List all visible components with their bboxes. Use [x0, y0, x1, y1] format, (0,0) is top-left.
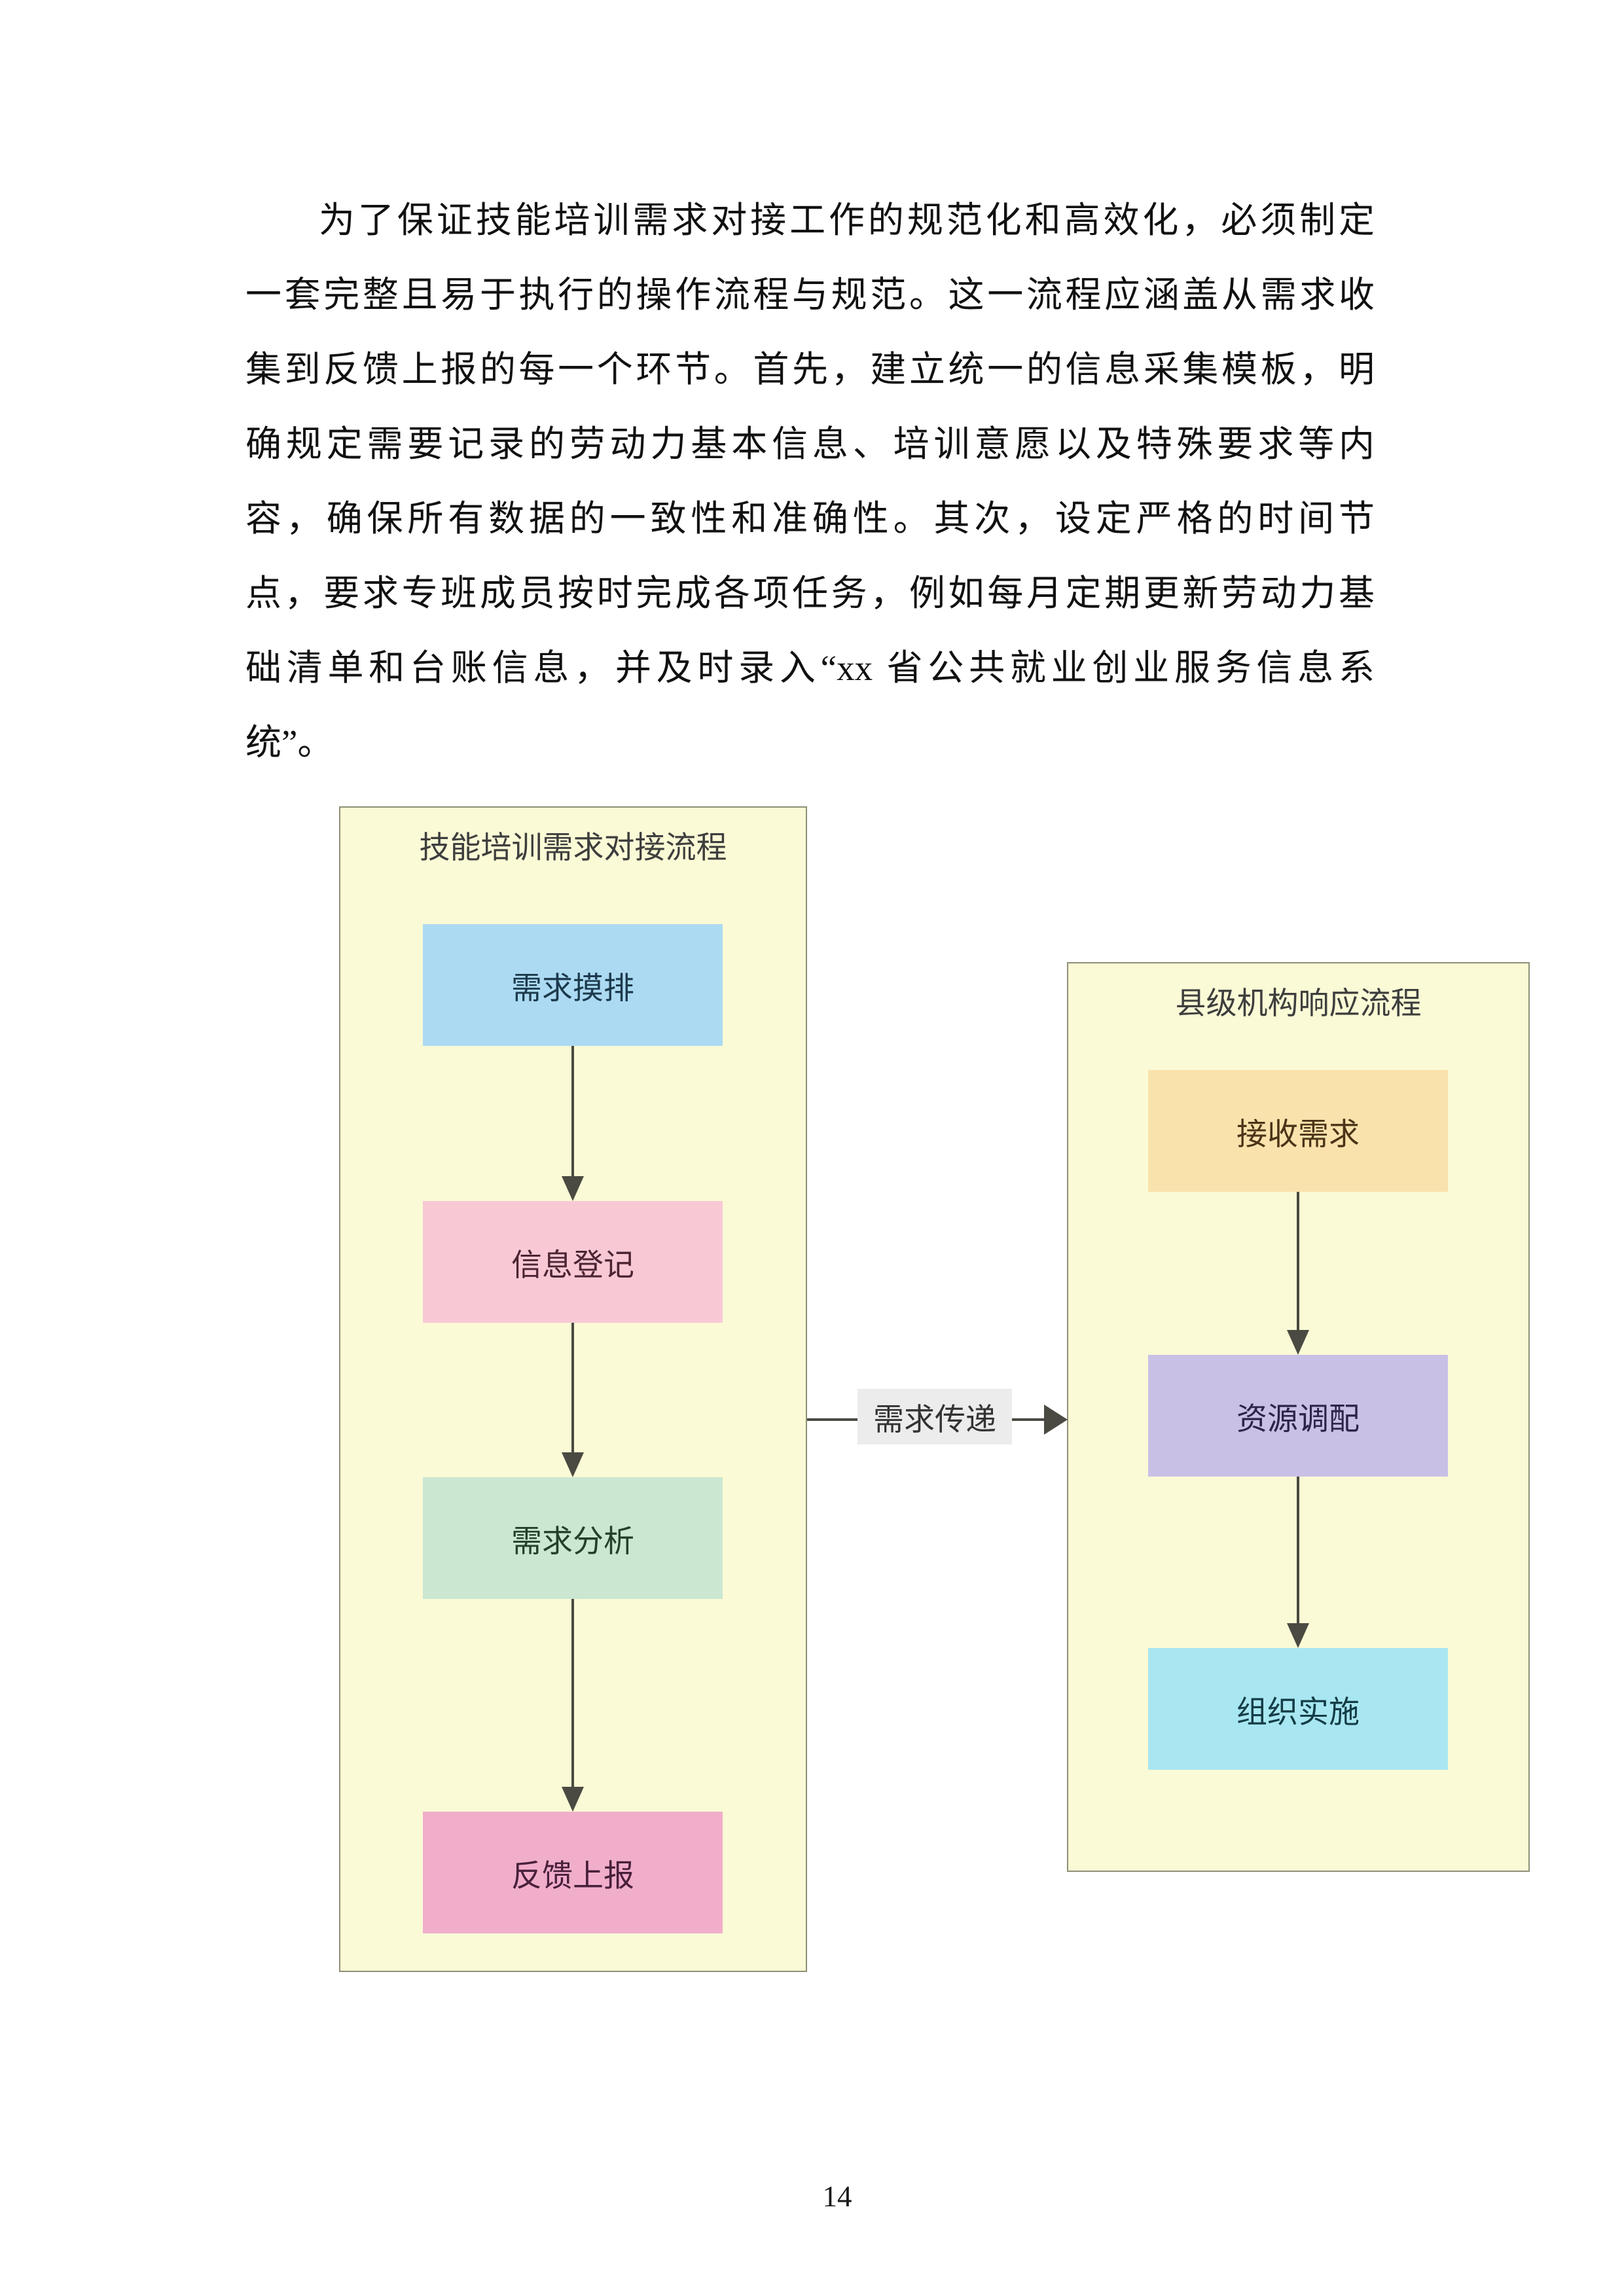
arrow-down-icon [562, 1452, 584, 1477]
flow-step-demand-survey: 需求摸排 [423, 924, 723, 1046]
arrow-line [571, 1046, 574, 1177]
paragraph-line: 统”。 [245, 723, 334, 762]
arrow-down-icon [562, 1787, 584, 1812]
paragraph-line: 点，要求专班成员按时完成各项任务，例如每月定期更新劳动力基 [245, 573, 1375, 613]
flow-step-feedback-report: 反馈上报 [423, 1812, 723, 1933]
right-flow-title: 县级机构响应流程 [1175, 986, 1422, 1020]
arrow-line [1297, 1477, 1299, 1624]
arrow-right-icon [1044, 1405, 1068, 1435]
arrow-line [571, 1323, 574, 1453]
flow-step-demand-analysis: 需求分析 [423, 1477, 723, 1599]
flow-step-resource-alloc: 资源调配 [1148, 1355, 1448, 1477]
flow-step-organize-impl: 组织实施 [1148, 1648, 1448, 1770]
paragraph-line: 集到反馈上报的每一个环节。首先，建立统一的信息采集模板，明 [245, 350, 1375, 389]
arrow-down-icon [1287, 1330, 1309, 1355]
flow-step-info-register: 信息登记 [423, 1201, 723, 1323]
left-flow-title: 技能培训需求对接流程 [419, 830, 727, 865]
arrow-line [571, 1599, 574, 1787]
paragraph-line: 为了保证技能培训需求对接工作的规范化和高效化，必须制定 [319, 200, 1375, 240]
paragraph-line: 一套完整且易于执行的操作流程与规范。这一流程应涵盖从需求收 [245, 275, 1375, 315]
connector-label: 需求传递 [857, 1389, 1012, 1444]
page-number: 14 [822, 2180, 852, 2213]
arrow-line [1297, 1192, 1299, 1331]
arrow-down-icon [562, 1176, 584, 1201]
flow-step-receive-demand: 接收需求 [1148, 1070, 1448, 1192]
paragraph-line: 容，确保所有数据的一致性和准确性。其次，设定严格的时间节 [245, 499, 1375, 539]
paragraph-line: 确规定需要记录的劳动力基本信息、培训意愿以及特殊要求等内 [245, 424, 1375, 464]
paragraph-line: 础清单和台账信息，并及时录入“xx 省公共就业创业服务信息系 [245, 648, 1375, 688]
arrow-down-icon [1287, 1623, 1309, 1648]
body-paragraph: 为了保证技能培训需求对接工作的规范化和高效化，必须制定 一套完整且易于执行的操作… [245, 183, 1375, 780]
